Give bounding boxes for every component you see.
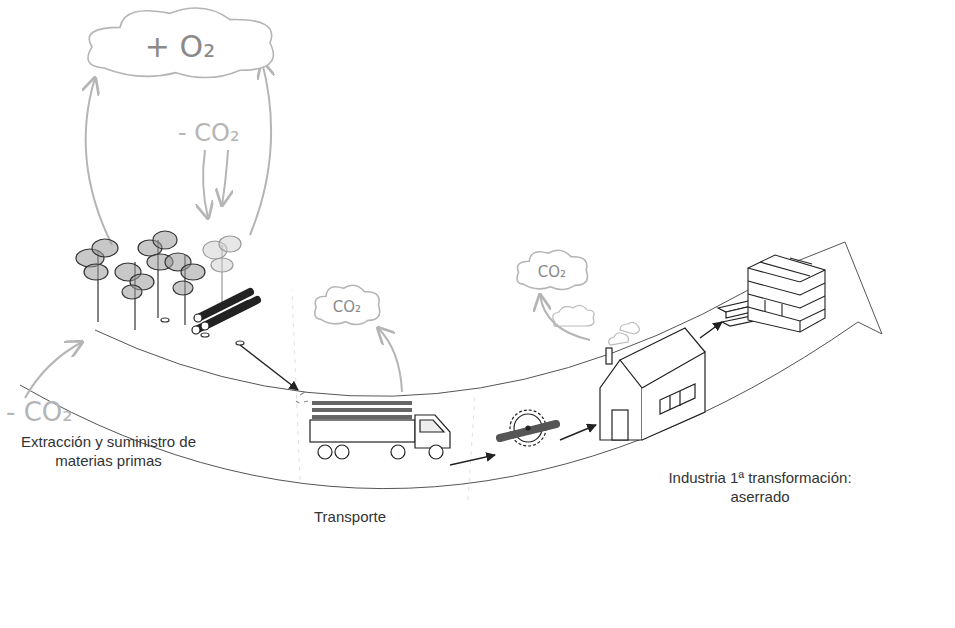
stage-label-box: Transporte — [290, 508, 410, 527]
gas-label: - CO₂ — [178, 118, 268, 148]
gas-label-box: - CO₂ — [178, 118, 268, 148]
cycle-band — [20, 242, 882, 489]
stage-separator — [292, 290, 475, 500]
saw — [500, 410, 556, 446]
sawmill — [600, 328, 705, 440]
gas-arrow — [25, 62, 590, 398]
cloud-node: CO₂ — [514, 248, 590, 292]
forest — [76, 231, 244, 345]
gas-formula: + O₂ — [80, 29, 280, 64]
logs — [192, 292, 257, 334]
smoke — [553, 305, 640, 345]
gas-formula: CO₂ — [312, 298, 382, 316]
gas-label-box: - CO₂ — [6, 396, 96, 429]
lumber-stack — [748, 255, 825, 332]
cloud-node: CO₂ — [312, 283, 382, 327]
stage-label-box: Extracción y suministro de materias prim… — [6, 433, 211, 471]
cloud-node: + O₂ — [80, 4, 280, 82]
truck — [296, 392, 450, 459]
gas-label: - CO₂ — [6, 396, 96, 429]
gas-formula: CO₂ — [514, 263, 590, 281]
stage-label: Extracción y suministro de materias prim… — [6, 433, 211, 471]
stage-label-box: Industria 1ª transformación: aserrado — [640, 469, 880, 507]
stage-label: Transporte — [290, 508, 410, 527]
stage-label: Industria 1ª transformación: aserrado — [640, 469, 880, 507]
process-arrow — [240, 280, 808, 465]
